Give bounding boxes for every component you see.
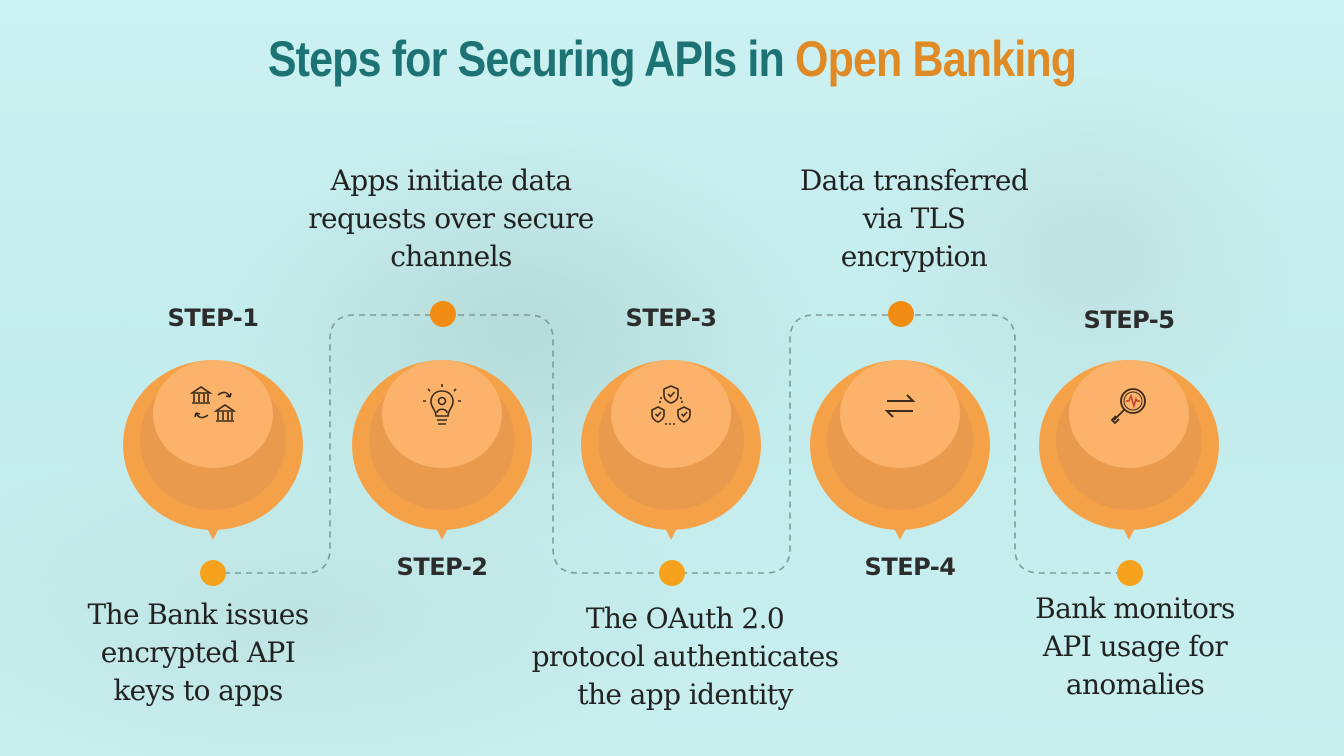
page-title: Steps for Securing APIs in Open Banking — [94, 30, 1250, 88]
step-3-marker — [581, 360, 761, 540]
step-4-label: STEP-4 — [864, 553, 956, 581]
step-2-description: Apps initiate data requests over secure … — [308, 164, 594, 273]
step-5-marker — [1039, 360, 1219, 540]
step-3-dot — [659, 560, 685, 586]
step-4-marker — [810, 360, 990, 540]
step-2-marker — [352, 360, 532, 540]
bank-transfer-icon — [189, 382, 237, 430]
magnifier-monitor-icon — [1105, 382, 1153, 430]
step-4-description: Data transferred via TLS encryption — [799, 164, 1029, 273]
title-part-1: Steps for Securing APIs in — [267, 31, 785, 87]
step-5-description: Bank monitors API usage for anomalies — [1035, 592, 1235, 701]
step-1-description: The Bank issues encrypted API keys to ap… — [87, 598, 309, 707]
step-1-marker — [123, 360, 303, 540]
step-3-description: The OAuth 2.0 protocol authenticates the… — [531, 602, 839, 711]
title-part-2: Open Banking — [794, 31, 1077, 87]
step-1-label: STEP-1 — [167, 304, 259, 332]
step-5-dot — [1117, 560, 1143, 586]
transfer-arrows-icon — [876, 382, 924, 430]
lightbulb-person-icon — [418, 382, 466, 430]
step-5-label: STEP-5 — [1083, 306, 1175, 334]
step-1-dot — [200, 560, 226, 586]
shield-network-icon — [647, 382, 695, 430]
step-2-dot — [430, 301, 456, 327]
step-3-label: STEP-3 — [625, 304, 717, 332]
step-4-dot — [888, 301, 914, 327]
step-2-label: STEP-2 — [396, 553, 488, 581]
